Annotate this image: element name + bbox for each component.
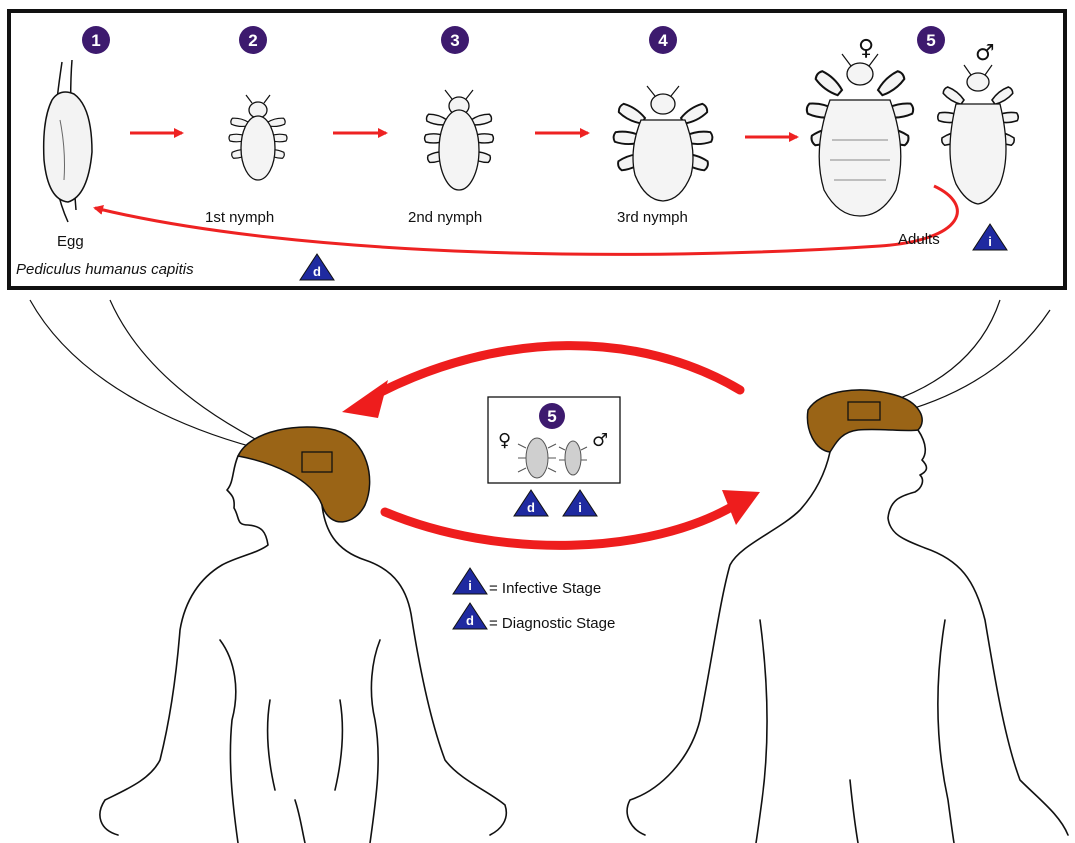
- transfer-box-male-symbol: ♂: [592, 430, 608, 451]
- svg-text:5: 5: [547, 407, 556, 426]
- second-nymph-label: 2nd nymph: [408, 209, 482, 226]
- legend-infective-label: = Infective Stage: [489, 580, 601, 597]
- stage-badge-1: 1: [82, 26, 110, 54]
- legend-infective-triangle: i: [453, 568, 487, 594]
- transmission-arrow-head-left: [342, 380, 388, 418]
- transmission-arrow-left-to-right: [385, 505, 735, 545]
- stage-badge-3: 3: [441, 26, 469, 54]
- legend-diagnostic-triangle: d: [453, 603, 487, 629]
- svg-text:i: i: [468, 578, 472, 593]
- svg-text:d: d: [466, 613, 474, 628]
- svg-text:d: d: [527, 500, 535, 515]
- infective-stage-triangle-center: i: [563, 490, 597, 516]
- legend: i = Infective Stage d = Diagnostic Stage: [453, 568, 615, 632]
- transfer-box-badge-5: 5: [539, 403, 565, 429]
- hair-strand-right-inner: [890, 310, 1050, 415]
- hair-strand-right-outer: [880, 300, 1000, 405]
- species-name: Pediculus humanus capitis: [16, 261, 194, 278]
- male-symbol-top: ♂: [975, 41, 995, 66]
- svg-text:4: 4: [658, 31, 668, 50]
- female-symbol-top: ♀: [858, 36, 874, 61]
- svg-text:d: d: [313, 264, 321, 279]
- legend-diagnostic-label: = Diagnostic Stage: [489, 615, 615, 632]
- stage-badge-4: 4: [649, 26, 677, 54]
- stage-badge-2: 2: [239, 26, 267, 54]
- svg-text:1: 1: [91, 31, 100, 50]
- transfer-box-female-symbol: ♀: [498, 430, 511, 451]
- infested-hair-right: [807, 390, 922, 452]
- svg-text:5: 5: [926, 31, 935, 50]
- infested-hair-left: [238, 427, 370, 522]
- stage-badge-5: 5: [917, 26, 945, 54]
- svg-text:2: 2: [248, 31, 257, 50]
- third-nymph-label: 3rd nymph: [617, 209, 688, 226]
- male-human-figure: [627, 300, 1068, 843]
- svg-text:i: i: [988, 234, 992, 249]
- transmission-arrow-right-to-left: [375, 346, 740, 395]
- female-human-figure: [30, 300, 506, 843]
- svg-text:3: 3: [450, 31, 459, 50]
- egg-label: Egg: [57, 233, 84, 250]
- adults-label: Adults: [898, 231, 940, 248]
- diagnostic-stage-triangle-center: d: [514, 490, 548, 516]
- first-nymph-label: 1st nymph: [205, 209, 274, 226]
- svg-text:i: i: [578, 500, 582, 515]
